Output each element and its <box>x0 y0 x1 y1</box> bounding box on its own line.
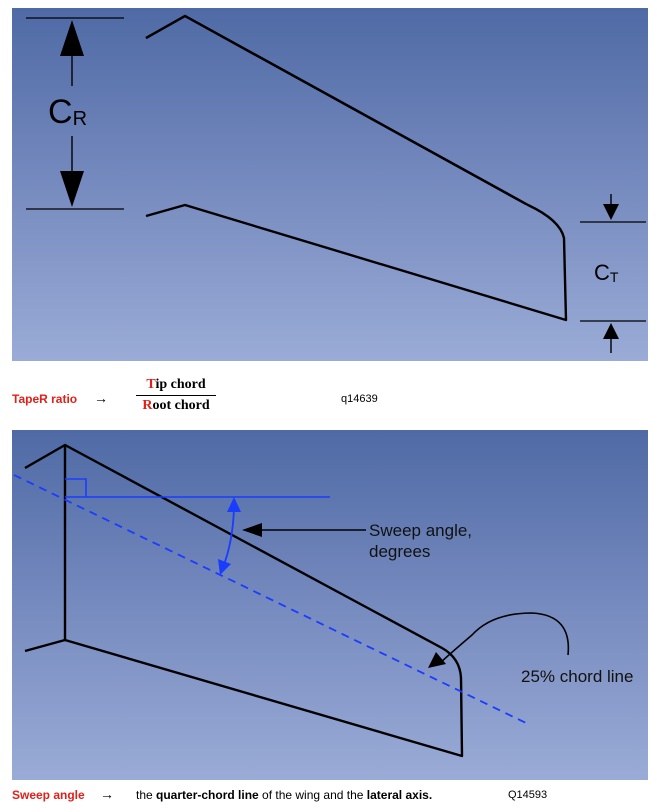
wing-leading-edge <box>145 14 527 206</box>
tip-chord-label: CT <box>594 260 619 285</box>
wing-planform <box>145 14 568 322</box>
arrow-down-icon <box>218 559 231 575</box>
taper-code: q14639 <box>341 393 378 405</box>
arrow-up-icon <box>603 323 619 339</box>
sweep-code: Q14593 <box>508 789 548 801</box>
arrow-right-icon: → <box>100 786 114 802</box>
arrow-up-icon <box>227 497 241 512</box>
arrow-icon <box>428 652 446 668</box>
sweep-definition: the quarter-chord line of the wing and t… <box>136 788 433 802</box>
arrow-left-icon <box>242 523 262 537</box>
wing-outline <box>145 14 568 322</box>
arrow-right-icon: → <box>94 390 108 406</box>
root-chord-label: CR <box>48 93 87 131</box>
sweep-diagram: Sweep angle, degrees 25% chord line <box>13 443 633 758</box>
taper-numerator: Tip chord <box>136 377 216 396</box>
sweep-label-line1: Sweep angle, <box>369 521 472 540</box>
taper-diagram: CR CT <box>26 14 646 353</box>
chord-pointer-curve <box>439 612 570 664</box>
arrow-down-icon <box>60 171 84 207</box>
sweep-label-line2: degrees <box>369 542 430 561</box>
taper-formula: Tip chord Root chord <box>136 377 216 414</box>
sweep-term: Sweep angle <box>12 788 85 802</box>
arrow-down-icon <box>603 204 619 220</box>
lateral-axis-line <box>65 478 330 498</box>
taper-term: TapeR ratio <box>12 392 78 406</box>
taper-diagram-panel: CR CT <box>12 8 648 361</box>
chord-line-label: 25% chord line <box>521 667 633 686</box>
sweep-angle-arc <box>221 501 235 571</box>
sweep-diagram-panel: Sweep angle, degrees 25% chord line <box>12 430 648 780</box>
root-chord-dimension <box>26 17 124 210</box>
wing-outline <box>24 443 464 758</box>
quarter-chord-line <box>13 474 527 724</box>
arrow-up-icon <box>60 20 84 56</box>
tip-chord-dimension <box>580 194 646 353</box>
taper-denominator: Root chord <box>142 398 210 413</box>
